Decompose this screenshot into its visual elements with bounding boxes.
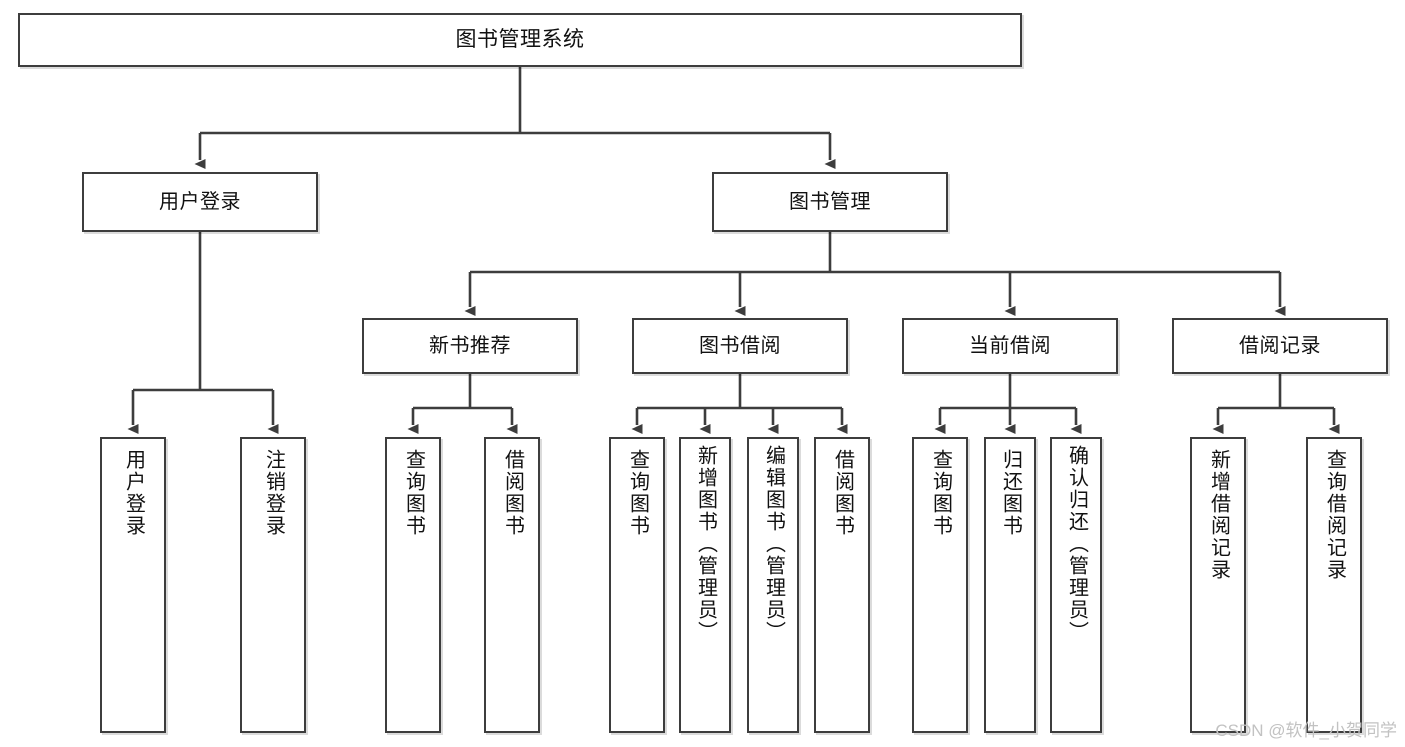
node-new-book-recommend-label: 新书推荐: [429, 334, 511, 357]
node-leaf-query-book-3-label: 查询图书: [929, 449, 952, 537]
node-user-login[interactable]: 用户登录: [82, 172, 318, 232]
node-leaf-query-book-3[interactable]: 查询图书: [912, 437, 968, 733]
node-leaf-confirm-return-label: 确认归还（管理员）: [1065, 445, 1088, 643]
node-leaf-query-book-2[interactable]: 查询图书: [609, 437, 665, 733]
node-current-borrow-label: 当前借阅: [969, 334, 1051, 357]
node-book-borrow-label: 图书借阅: [699, 334, 781, 357]
node-leaf-confirm-return[interactable]: 确认归还（管理员）: [1050, 437, 1102, 733]
node-leaf-logout[interactable]: 注销登录: [240, 437, 306, 733]
node-leaf-borrow-book-2[interactable]: 借阅图书: [814, 437, 870, 733]
node-leaf-return-book[interactable]: 归还图书: [984, 437, 1036, 733]
node-root-label: 图书管理系统: [455, 27, 585, 51]
node-user-login-label: 用户登录: [159, 190, 241, 213]
node-leaf-user-login[interactable]: 用户登录: [100, 437, 166, 733]
node-book-management[interactable]: 图书管理: [712, 172, 948, 232]
node-root[interactable]: 图书管理系统: [18, 13, 1022, 67]
node-book-borrow[interactable]: 图书借阅: [632, 318, 848, 374]
node-leaf-borrow-book-2-label: 借阅图书: [831, 449, 854, 537]
node-leaf-logout-label: 注销登录: [262, 449, 285, 537]
node-leaf-edit-book-label: 编辑图书（管理员）: [762, 445, 785, 643]
node-leaf-query-book-1-label: 查询图书: [402, 449, 425, 537]
node-leaf-query-book-2-label: 查询图书: [626, 449, 649, 537]
node-leaf-add-borrow-record-label: 新增借阅记录: [1207, 449, 1230, 581]
node-borrow-record-label: 借阅记录: [1239, 334, 1321, 357]
node-leaf-add-book[interactable]: 新增图书（管理员）: [679, 437, 731, 733]
node-leaf-add-book-label: 新增图书（管理员）: [694, 445, 717, 643]
node-leaf-query-borrow-record[interactable]: 查询借阅记录: [1306, 437, 1362, 733]
node-leaf-query-borrow-record-label: 查询借阅记录: [1323, 449, 1346, 581]
node-leaf-query-book-1[interactable]: 查询图书: [385, 437, 441, 733]
node-leaf-borrow-book-1-label: 借阅图书: [501, 449, 524, 537]
node-borrow-record[interactable]: 借阅记录: [1172, 318, 1388, 374]
node-leaf-borrow-book-1[interactable]: 借阅图书: [484, 437, 540, 733]
node-leaf-return-book-label: 归还图书: [999, 449, 1022, 537]
node-leaf-edit-book[interactable]: 编辑图书（管理员）: [747, 437, 799, 733]
node-new-book-recommend[interactable]: 新书推荐: [362, 318, 578, 374]
node-leaf-user-login-label: 用户登录: [122, 449, 145, 537]
node-leaf-add-borrow-record[interactable]: 新增借阅记录: [1190, 437, 1246, 733]
node-book-management-label: 图书管理: [789, 190, 871, 213]
node-current-borrow[interactable]: 当前借阅: [902, 318, 1118, 374]
